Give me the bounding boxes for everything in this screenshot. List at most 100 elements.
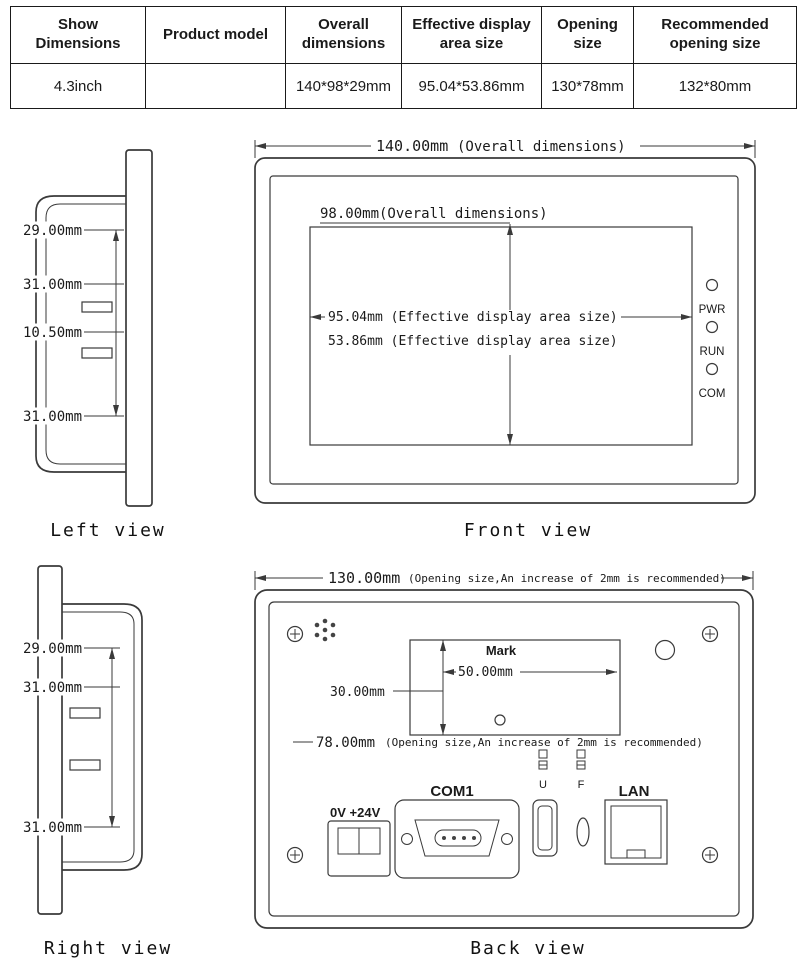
header-opening-size: Opening size	[541, 6, 634, 64]
screw-top-right-icon	[701, 625, 719, 643]
front-overall-height-dimension: 98.00mm(Overall dimensions)	[320, 206, 548, 445]
db9-outline	[394, 799, 520, 879]
right-dim-3: 31.00mm	[23, 820, 82, 836]
usb-connector-outline	[532, 799, 558, 857]
mark-height-label: 30.00mm	[330, 685, 385, 700]
header-recommended-opening: Recommended opening size	[633, 6, 797, 64]
db9-pin-area	[434, 829, 482, 847]
speaker-grille-icon	[314, 618, 336, 642]
right-view-drawing: 29.00mm 31.00mm 31.00mm	[22, 565, 143, 915]
cell-product-model	[145, 63, 286, 109]
back-opening-height-dimension: 78.00mm (Opening size,An increase of 2mm…	[293, 735, 703, 751]
left-dim-3: 10.50mm	[23, 325, 82, 341]
left-mounting-clip-top	[81, 301, 113, 313]
back-height-value: 78.00mm	[316, 735, 375, 751]
com-led-label: COM	[699, 388, 726, 400]
screw-bottom-right-icon	[701, 846, 719, 864]
right-mounting-clip-top	[69, 707, 101, 719]
mark-area: Mark 50.00mm 30.00mm	[328, 639, 621, 736]
mark-label: Mark	[486, 643, 517, 658]
usb-port: U	[532, 749, 558, 857]
front-view-caption: Front view	[463, 520, 593, 541]
front-panel-outline	[254, 157, 756, 504]
back-view-drawing: 130.00mm (Opening size,An increase of 2m…	[254, 569, 754, 929]
front-led-indicators: PWR RUN COM	[699, 278, 726, 400]
front-width-value: 140.00mm	[376, 137, 448, 155]
header-overall-dimensions: Overall dimensions	[285, 6, 402, 64]
power-terminal: 0V +24V	[327, 805, 391, 877]
rj45-notch	[626, 849, 646, 859]
run-led-label: RUN	[700, 346, 725, 358]
right-housing-outline	[62, 603, 143, 871]
cell-recommended-opening: 132*80mm	[633, 63, 797, 109]
front-panel-body	[254, 157, 756, 504]
right-view-dimensions: 29.00mm 31.00mm 31.00mm	[22, 639, 120, 836]
rj45-outline	[604, 799, 668, 865]
cell-opening-size: 130*78mm	[541, 63, 634, 109]
right-bezel-outline	[37, 565, 63, 915]
front-overall-width-dimension: 140.00mm (Overall dimensions)	[254, 137, 756, 158]
left-mounting-clip-bottom	[81, 347, 113, 359]
lan-port: LAN	[604, 783, 668, 865]
left-bezel-outline	[125, 149, 153, 507]
left-dim-4: 31.00mm	[23, 409, 82, 425]
mini-port-outline	[576, 817, 590, 847]
power-connector-outline	[327, 820, 391, 877]
right-view-caption: Right view	[43, 938, 173, 959]
usb-port-letter: U	[539, 779, 547, 791]
right-dim-2: 31.00mm	[23, 680, 82, 696]
left-view-dimensions: 29.00mm 31.00mm 10.50mm 31.00mm	[22, 221, 124, 425]
back-width-note: (Opening size,An increase of 2mm is reco…	[408, 572, 726, 585]
db9-screw-left	[401, 833, 413, 845]
lan-label: LAN	[619, 783, 650, 800]
front-height-label: 98.00mm(Overall dimensions)	[320, 206, 548, 222]
back-view-caption: Back view	[470, 938, 586, 959]
usb-port-glyph-1	[538, 749, 548, 759]
front-width-note: (Overall dimensions)	[457, 139, 626, 155]
download-port-glyph-1	[576, 749, 586, 759]
back-round-hole	[654, 639, 676, 661]
db9-screw-right	[501, 833, 513, 845]
download-port: F	[576, 749, 590, 847]
db9-dsub-shape	[414, 819, 500, 857]
back-height-note: (Opening size,An increase of 2mm is reco…	[385, 736, 703, 749]
com-led-icon	[705, 362, 719, 376]
back-panel-outline	[254, 589, 754, 929]
com1-label: COM1	[430, 783, 473, 800]
back-inner-outline	[268, 601, 740, 917]
cell-show-dimensions: 4.3inch	[10, 63, 146, 109]
power-terminal-label: 0V +24V	[330, 805, 381, 820]
left-dim-1: 29.00mm	[23, 223, 82, 239]
left-view-drawing: 29.00mm 31.00mm 10.50mm 31.00mm	[22, 149, 153, 507]
front-display-width-label: 95.04mm (Effective display area size)	[328, 310, 618, 325]
mark-center-hole	[494, 714, 506, 726]
cell-overall-dimensions: 140*98*29mm	[285, 63, 402, 109]
back-corner-screws	[286, 625, 719, 864]
front-display-dimensions: 95.04mm (Effective display area size) 53…	[310, 310, 692, 349]
mark-width-label: 50.00mm	[458, 665, 513, 680]
header-product-model: Product model	[145, 6, 286, 64]
front-view-drawing: 140.00mm (Overall dimensions) 98.00mm(Ov…	[254, 137, 756, 504]
dimensions-table: Show Dimensions Product model Overall di…	[10, 6, 797, 109]
usb-connector-inner	[537, 805, 553, 851]
pwr-led-label: PWR	[699, 304, 726, 316]
right-mounting-clip-bottom	[69, 759, 101, 771]
cell-effective-display-area: 95.04*53.86mm	[401, 63, 542, 109]
back-width-value: 130.00mm	[328, 569, 400, 587]
table-header-row: Show Dimensions Product model Overall di…	[10, 6, 797, 64]
mark-rect-outline	[409, 639, 621, 736]
download-port-letter: F	[578, 779, 585, 791]
right-housing-inner-line	[62, 611, 135, 863]
com1-port: COM1	[394, 783, 520, 879]
pwr-led-icon	[705, 278, 719, 292]
front-display-area-outline	[309, 226, 693, 446]
header-effective-display-area: Effective display area size	[401, 6, 542, 64]
right-view-panel-body	[37, 565, 143, 915]
table-data-row: 4.3inch 140*98*29mm 95.04*53.86mm 130*78…	[10, 63, 797, 109]
left-dim-2: 31.00mm	[23, 277, 82, 293]
header-show-dimensions: Show Dimensions	[10, 6, 146, 64]
left-view-caption: Left view	[50, 520, 166, 541]
right-dim-1: 29.00mm	[23, 641, 82, 657]
run-led-icon	[705, 320, 719, 334]
